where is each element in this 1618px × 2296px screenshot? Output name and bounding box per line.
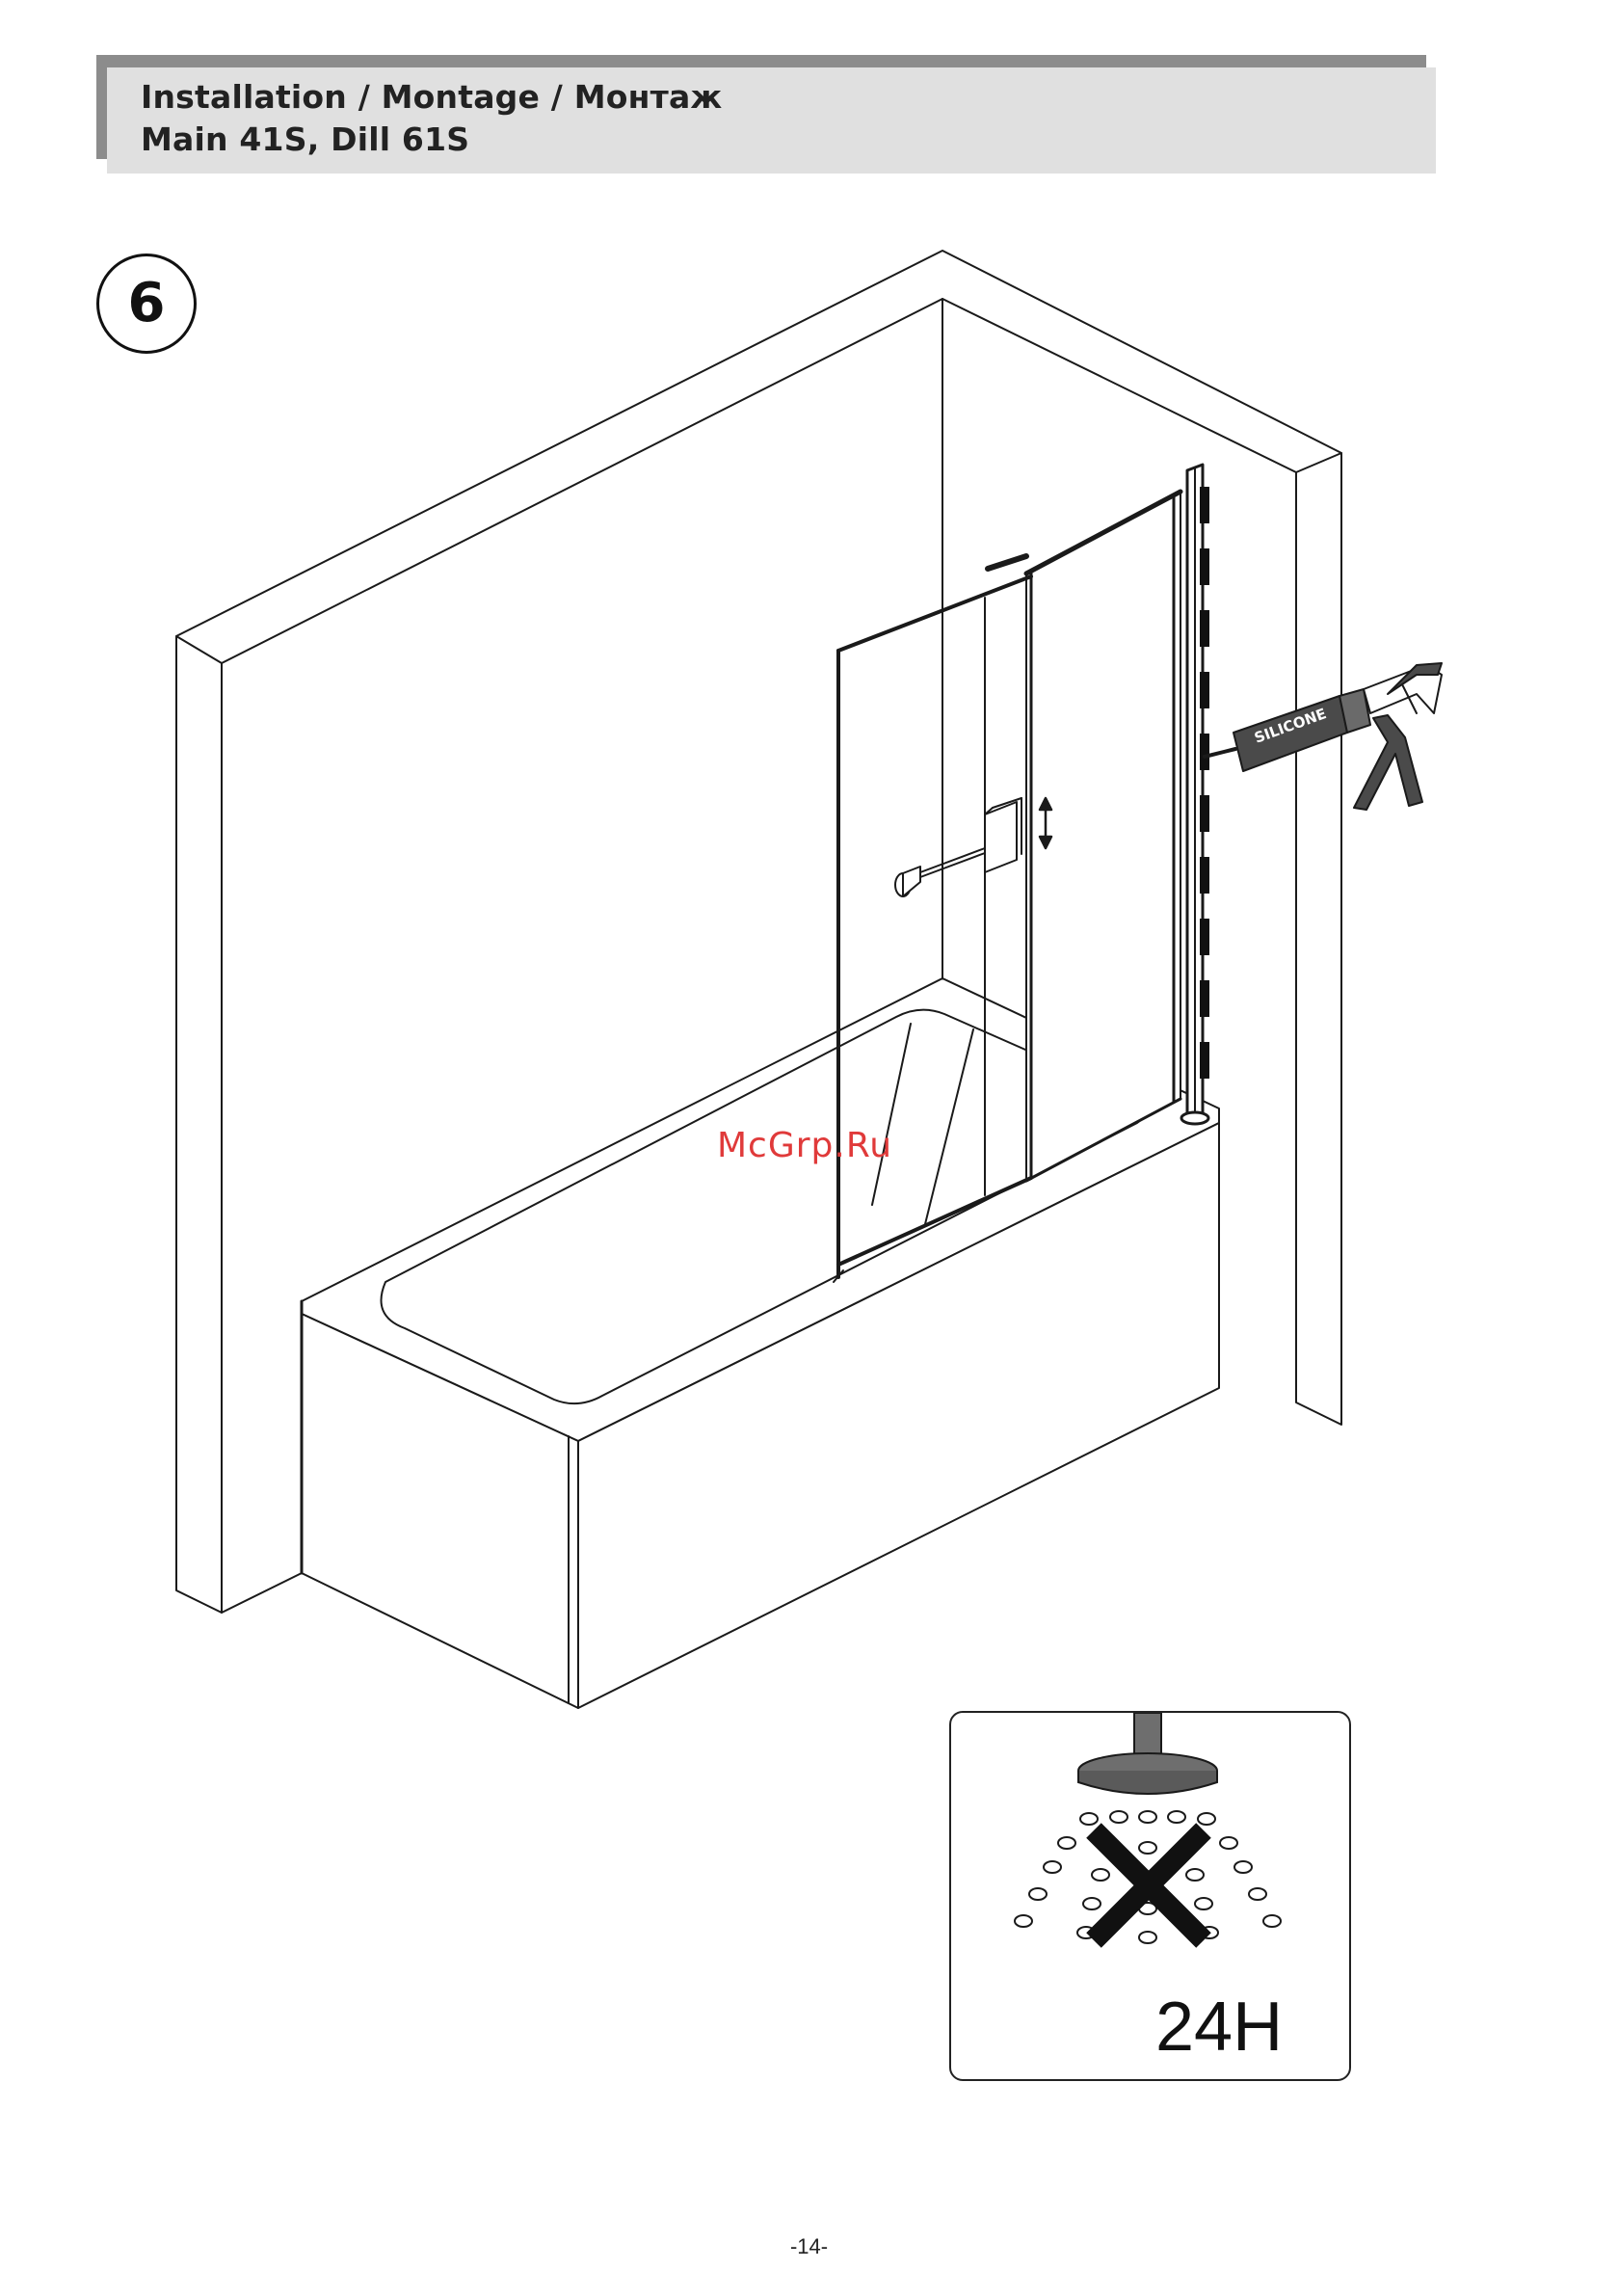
watermark: McGrp.Ru — [717, 1126, 892, 1165]
wait-24h-label: 24H — [1155, 1988, 1283, 2067]
page-number: -14- — [0, 2234, 1618, 2259]
shower-head-icon — [951, 1713, 1349, 2079]
wait-24h-box: 24H — [949, 1711, 1351, 2081]
